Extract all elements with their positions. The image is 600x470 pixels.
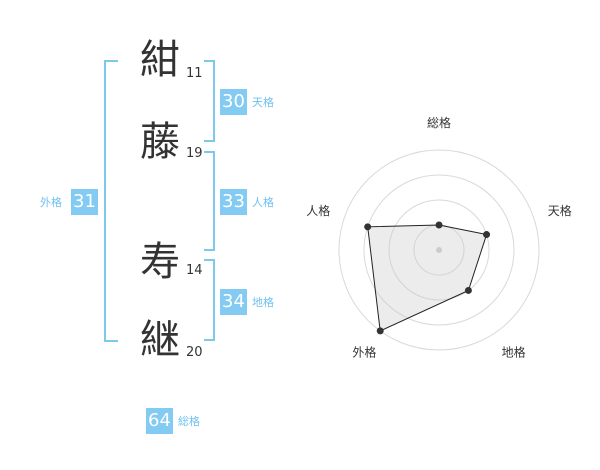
radar-point-1 xyxy=(435,221,443,229)
name-char-4: 継 xyxy=(140,317,180,363)
radar-ring-2 xyxy=(388,199,490,301)
radar-ring-4 xyxy=(338,149,540,351)
name-char-2: 藤 xyxy=(140,119,180,165)
tenkaku-bracket xyxy=(204,60,215,142)
jinkaku-value: 33 xyxy=(220,189,247,215)
soukaku-label: 総格 xyxy=(178,415,200,428)
radar-grid xyxy=(338,149,540,351)
radar-axis-label-2: 天格 xyxy=(548,203,572,218)
name-char-1: 紺 xyxy=(140,37,180,83)
gaikaku-label: 外格 xyxy=(40,196,62,209)
soukaku-value: 64 xyxy=(146,408,173,434)
radar-axis-label-4: 外格 xyxy=(352,345,376,360)
tenkaku-label: 天格 xyxy=(252,96,274,109)
jinkaku-label: 人格 xyxy=(252,196,274,209)
stroke-count-1: 11 xyxy=(186,66,203,81)
stroke-count-4: 20 xyxy=(186,345,203,360)
chikaku-bracket xyxy=(204,259,215,341)
radar-point-4 xyxy=(376,327,384,335)
radar-axis-label-5: 人格 xyxy=(306,203,330,218)
chikaku-value: 34 xyxy=(220,289,247,315)
stroke-count-3: 14 xyxy=(186,263,203,278)
radar-point-3 xyxy=(464,286,472,294)
name-char-3: 寿 xyxy=(140,239,180,285)
radar-area xyxy=(367,224,488,332)
radar-points xyxy=(364,221,491,335)
radar-center-dot xyxy=(436,247,442,253)
stroke-count-2: 19 xyxy=(186,146,203,161)
radar-axis-label-3: 地格 xyxy=(502,345,526,360)
radar-point-5 xyxy=(364,223,372,231)
chikaku-label: 地格 xyxy=(252,296,274,309)
gaikaku-bracket xyxy=(104,60,118,342)
gaikaku-value: 31 xyxy=(71,189,98,215)
tenkaku-value: 30 xyxy=(220,89,247,115)
radar-point-2 xyxy=(483,231,491,239)
radar-axis-label-1: 総格 xyxy=(427,115,451,130)
jinkaku-bracket xyxy=(204,151,215,251)
radar-ring-3 xyxy=(363,174,515,326)
